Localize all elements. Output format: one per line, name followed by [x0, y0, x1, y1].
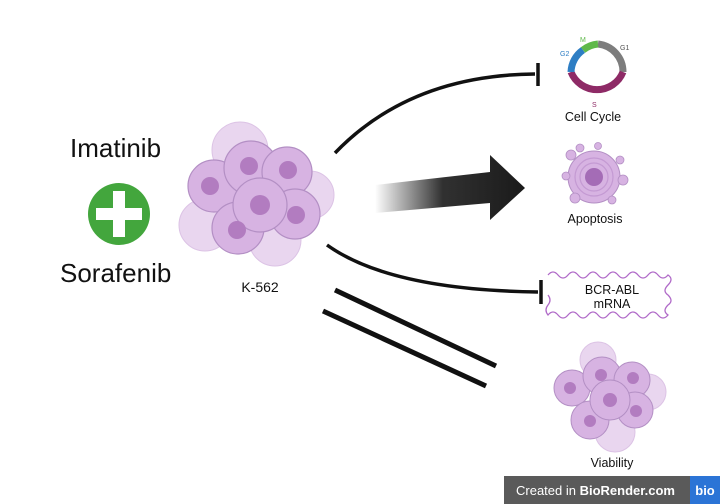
phase-g2-label: G2	[560, 51, 569, 58]
apoptotic-cell-icon	[561, 142, 629, 205]
drug-imatinib-label: Imatinib	[70, 133, 162, 163]
cell-cycle-ring-icon: G1 S G2 M	[560, 37, 629, 109]
phase-g1-label: G1	[620, 45, 629, 52]
cell-cycle-label: Cell Cycle	[564, 110, 622, 124]
viability-label: Viability	[590, 456, 634, 470]
phase-m-label: M	[580, 37, 586, 44]
biorender-logo-icon: bio	[690, 476, 720, 504]
cell-cluster-icon	[178, 121, 335, 267]
viability-cell-cluster-icon	[553, 341, 667, 453]
inhibit-bcr-abl-arrow	[325, 243, 543, 304]
bcr-abl-line2: mRNA	[593, 297, 631, 311]
drug-sorafenib-label: Sorafenib	[60, 258, 172, 288]
promote-apoptosis-arrow	[375, 155, 525, 220]
plus-circle-icon	[88, 183, 150, 245]
bcr-abl-mrna-label: BCR-ABL mRNA	[572, 283, 652, 311]
biorender-watermark[interactable]: Created in BioRender.com bio	[504, 476, 720, 504]
cell-line-label: K-562	[241, 279, 279, 295]
watermark-prefix: Created in	[516, 482, 580, 498]
watermark-brand: BioRender.com	[579, 482, 675, 498]
mrna-strand-icon	[545, 271, 672, 319]
inhibit-cell-cycle-arrow	[333, 63, 540, 155]
phase-s-label: S	[592, 102, 597, 109]
apoptosis-label: Apoptosis	[567, 212, 623, 226]
reduce-viability-lines	[321, 287, 498, 389]
bcr-abl-line1: BCR-ABL	[584, 283, 640, 297]
watermark-text: Created in BioRender.com	[504, 483, 690, 498]
